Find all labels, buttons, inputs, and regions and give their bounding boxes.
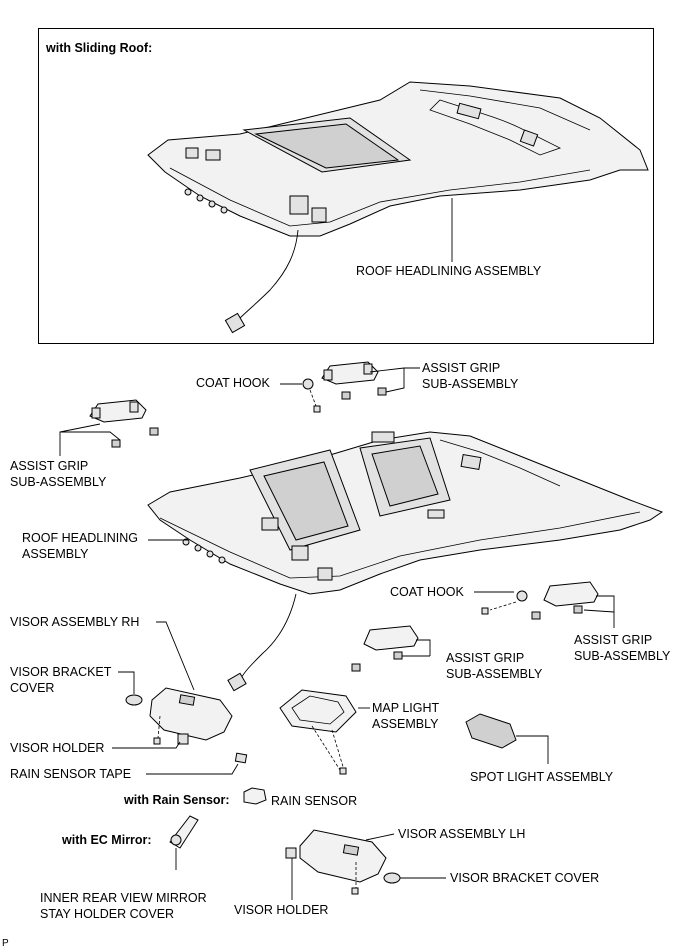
label-rain-sensor: RAIN SENSOR (271, 794, 358, 808)
label-coat-hook-top: COAT HOOK (196, 376, 270, 390)
assist-grip-top-drawing (302, 361, 387, 413)
leader-visor-rh (156, 621, 195, 691)
inset-title: with Sliding Roof: (46, 41, 153, 55)
label-with-ec-mirror: with EC Mirror: (62, 833, 152, 847)
label-map-light-2: ASSEMBLY (372, 717, 439, 731)
label-visor-holder-bottom: VISOR HOLDER (234, 903, 329, 917)
label-assist-grip-left-2: SUB-ASSEMBLY (10, 475, 107, 489)
label-visor-bracket-cover-right: VISOR BRACKET COVER (450, 871, 600, 885)
label-inner-mirror-1: INNER REAR VIEW MIRROR (40, 891, 207, 905)
label-visor-assembly-lh: VISOR ASSEMBLY LH (398, 827, 526, 841)
label-spot-light: SPOT LIGHT ASSEMBLY (470, 770, 614, 784)
label-assist-grip-left-1: ASSIST GRIP (10, 459, 89, 473)
assist-grip-left-drawing (89, 399, 159, 448)
label-coat-hook-right: COAT HOOK (390, 585, 464, 599)
label-roof-headlining-2: ASSEMBLY (22, 547, 89, 561)
main-headlining-drawing (147, 431, 664, 692)
sliding-roof-inset-frame (38, 28, 654, 344)
leader-spot-light (516, 735, 549, 764)
label-with-rain-sensor: with Rain Sensor: (124, 793, 230, 807)
leader-assist-grip-top (369, 367, 420, 393)
label-roof-headlining-1: ROOF HEADLINING (22, 531, 138, 545)
rain-sensor-drawing (234, 752, 267, 805)
label-roof-headlining-top: ROOF HEADLINING ASSEMBLY (356, 264, 542, 278)
visor-rh-drawing (125, 687, 233, 745)
label-map-light-1: MAP LIGHT (372, 701, 440, 715)
label-visor-bracket-cover-1: VISOR BRACKET (10, 665, 112, 679)
label-visor-holder-left: VISOR HOLDER (10, 741, 105, 755)
label-assist-grip-mid-2: SUB-ASSEMBLY (446, 667, 543, 681)
label-visor-bracket-cover-2: COVER (10, 681, 55, 695)
assist-grip-right-drawing (481, 581, 599, 620)
leader-assist-grip-right (583, 595, 615, 628)
map-light-drawing (279, 689, 357, 775)
inset-headlining-drawing (147, 81, 649, 334)
leader-assist-grip-mid (402, 639, 431, 657)
visor-lh-drawing (285, 829, 401, 895)
leader-visor-bracket-cover-left (118, 671, 135, 694)
label-inner-mirror-2: STAY HOLDER COVER (40, 907, 175, 921)
label-rain-sensor-tape: RAIN SENSOR TAPE (10, 767, 132, 781)
spot-light-drawing (465, 713, 517, 749)
leader-visor-lh (365, 833, 395, 841)
corner-mark: P (2, 938, 9, 949)
label-assist-grip-mid-1: ASSIST GRIP (446, 651, 525, 665)
label-assist-grip-right-2: SUB-ASSEMBLY (574, 649, 671, 663)
assist-grip-mid-drawing (351, 625, 419, 672)
label-assist-grip-top-1: ASSIST GRIP (422, 361, 501, 375)
ec-mirror-cover-drawing (169, 815, 199, 849)
label-visor-assembly-rh: VISOR ASSEMBLY RH (10, 615, 140, 629)
leader-visor-holder-left (112, 741, 181, 749)
leader-assist-grip-left (59, 423, 121, 456)
leader-rain-sensor-tape (146, 763, 239, 775)
label-assist-grip-top-2: SUB-ASSEMBLY (422, 377, 519, 391)
label-assist-grip-right-1: ASSIST GRIP (574, 633, 653, 647)
